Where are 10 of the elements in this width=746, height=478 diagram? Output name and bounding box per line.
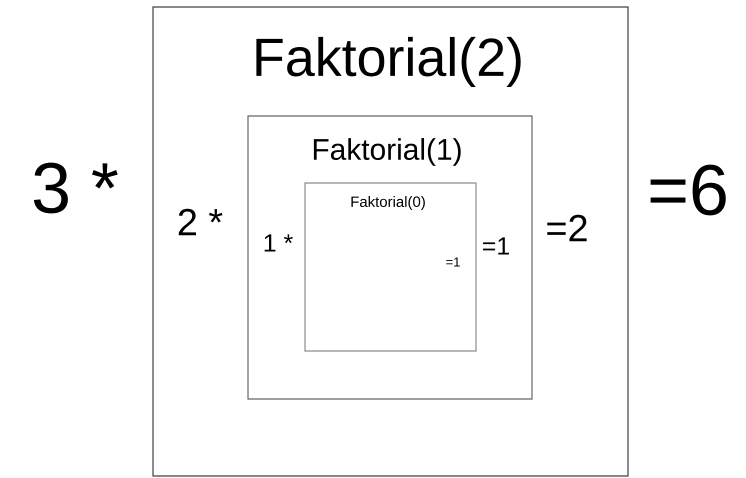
box-title: Faktorial(2) xyxy=(256,36,521,88)
multiplier-label: 1 * xyxy=(264,234,293,252)
result-label: =6 xyxy=(650,164,726,216)
box-title: Faktorial(0) xyxy=(351,196,425,210)
multiplier-label: 2 * xyxy=(178,208,223,236)
result-label: =1 xyxy=(446,258,460,266)
box-title: Faktorial(1) xyxy=(314,138,461,166)
result-label: =2 xyxy=(547,214,587,242)
multiplier-label: 3 * xyxy=(34,162,118,214)
result-label: =1 xyxy=(483,237,509,255)
